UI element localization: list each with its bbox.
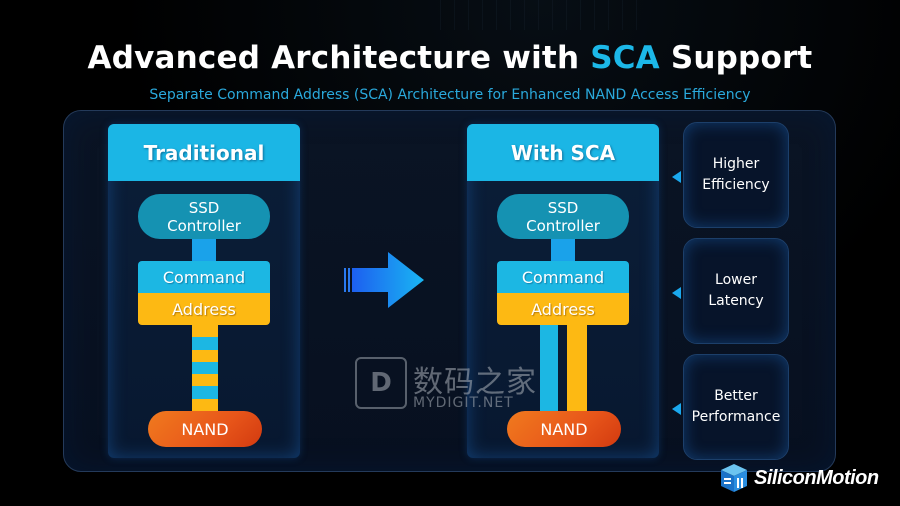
benefit-card-efficiency: Higher Efficiency xyxy=(672,122,789,228)
background-texture xyxy=(440,0,640,30)
pointer-icon xyxy=(672,171,681,183)
controller-link xyxy=(192,239,216,261)
slide-subtitle: Separate Command Address (SCA) Architect… xyxy=(149,87,751,103)
sca-nand: NAND xyxy=(507,411,621,447)
bus-segment-address xyxy=(192,349,218,362)
pointer-icon xyxy=(672,287,681,299)
controller-line1: SSD xyxy=(188,198,220,217)
sca-command-lane xyxy=(540,325,558,411)
traditional-nand: NAND xyxy=(148,411,262,447)
benefit-line1: Higher xyxy=(712,156,760,172)
controller-link xyxy=(551,239,575,261)
brand-name: SiliconMotion xyxy=(754,466,879,489)
sca-ssd-controller: SSD Controller xyxy=(497,194,629,239)
benefit-line1: Lower xyxy=(715,272,757,288)
brand-logo: SiliconMotion xyxy=(719,462,879,494)
sca-column: With SCA SSD Controller Command Address … xyxy=(467,124,659,458)
title-accent: SCA xyxy=(590,40,660,76)
benefit-card-performance: Better Performance xyxy=(672,354,789,460)
bus-segment-command xyxy=(192,361,218,375)
slide-title: Advanced Architecture with SCA Support xyxy=(0,40,900,76)
traditional-shared-bus xyxy=(192,325,218,411)
controller-line2: Controller xyxy=(526,216,600,235)
bus-segment-command xyxy=(192,386,218,399)
title-suffix: Support xyxy=(659,40,813,76)
bus-segment-address xyxy=(192,325,218,338)
siliconmotion-cube-icon xyxy=(721,464,747,492)
benefit-line2: Latency xyxy=(708,293,764,309)
bus-segment-command xyxy=(192,337,218,350)
watermark: D 数码之家 MYDIGIT.NET xyxy=(355,357,545,413)
controller-line2: Controller xyxy=(167,216,241,235)
traditional-header: Traditional xyxy=(108,124,300,181)
title-prefix: Advanced Architecture with xyxy=(87,40,591,76)
benefit-card-latency: Lower Latency xyxy=(672,238,789,344)
pointer-icon xyxy=(672,403,681,415)
sca-command-block: Command xyxy=(497,261,629,293)
right-arrow-icon xyxy=(344,252,424,308)
watermark-chinese: 数码之家 xyxy=(413,365,537,400)
watermark-english: MYDIGIT.NET xyxy=(413,395,514,411)
benefit-line1: Better xyxy=(714,388,758,404)
sca-address-lane xyxy=(567,325,587,411)
watermark-logo-icon: D xyxy=(355,357,407,409)
traditional-column: Traditional SSD Controller Command Addre… xyxy=(108,124,300,458)
sca-header: With SCA xyxy=(467,124,659,181)
benefit-line2: Efficiency xyxy=(702,177,770,193)
traditional-address-block: Address xyxy=(138,293,270,325)
benefit-line2: Performance xyxy=(691,409,781,425)
sca-address-block: Address xyxy=(497,293,629,325)
controller-line1: SSD xyxy=(547,198,579,217)
bus-segment-address xyxy=(192,374,218,387)
traditional-ssd-controller: SSD Controller xyxy=(138,194,270,239)
traditional-command-block: Command xyxy=(138,261,270,293)
bus-segment-address xyxy=(192,398,218,411)
